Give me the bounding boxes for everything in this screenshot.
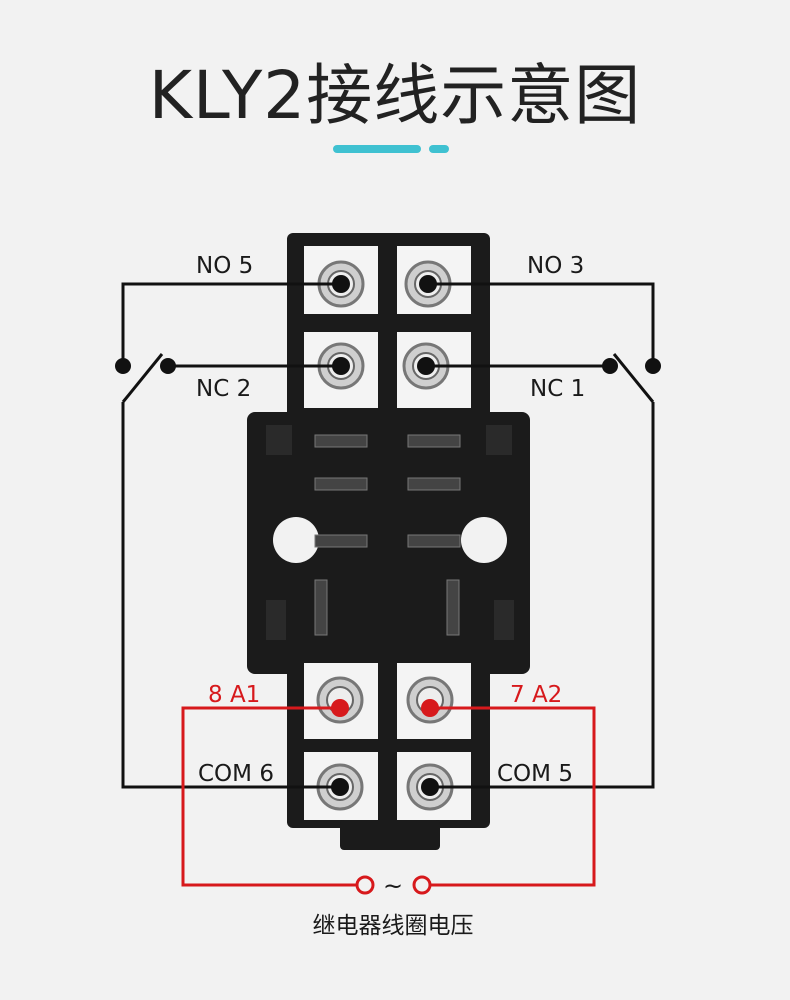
wire-no5-left [121, 282, 341, 366]
wire-com6-left [121, 402, 340, 789]
label-a1: 8 A1 [208, 682, 260, 708]
screw-dot-no3 [419, 275, 437, 293]
screw-dot-a1 [331, 699, 349, 717]
label-no3: NO 3 [527, 253, 584, 279]
ac-symbol: ~ [383, 872, 403, 900]
coil-terminal-left [355, 875, 375, 895]
wire-com5-right [430, 402, 655, 789]
label-no5: NO 5 [196, 253, 253, 279]
screw-dot-nc1 [417, 357, 435, 375]
screw-dot-com6 [331, 778, 349, 796]
contact-dot-nc1 [602, 358, 618, 374]
label-nc2: NC 2 [196, 376, 251, 402]
screw-dot-nc2 [332, 357, 350, 375]
screw-dot-com5 [421, 778, 439, 796]
relay-socket [247, 233, 530, 850]
label-a2: 7 A2 [510, 682, 562, 708]
contact-dot-no5 [115, 358, 131, 374]
wire-coil-a1 [181, 706, 357, 887]
wire-no3-right [428, 282, 655, 366]
wire-coil-a2 [430, 706, 596, 887]
title-accent-bar [333, 145, 421, 153]
contact-dot-no3 [645, 358, 661, 374]
coil-voltage-caption: 继电器线圈电压 [313, 913, 474, 939]
coil-terminal-right [412, 875, 432, 895]
contact-dot-nc2 [160, 358, 176, 374]
diagram-title: KLY2接线示意图 [148, 57, 642, 134]
label-nc1: NC 1 [530, 376, 585, 402]
title-accent-dot [429, 145, 449, 153]
label-com6: COM 6 [198, 761, 274, 787]
screw-dot-no5 [332, 275, 350, 293]
terminal-a1 [304, 663, 378, 739]
switch-blade-left [121, 353, 164, 403]
screw-dot-a2 [421, 699, 439, 717]
label-com5: COM 5 [497, 761, 573, 787]
switch-blade-right [612, 353, 655, 403]
